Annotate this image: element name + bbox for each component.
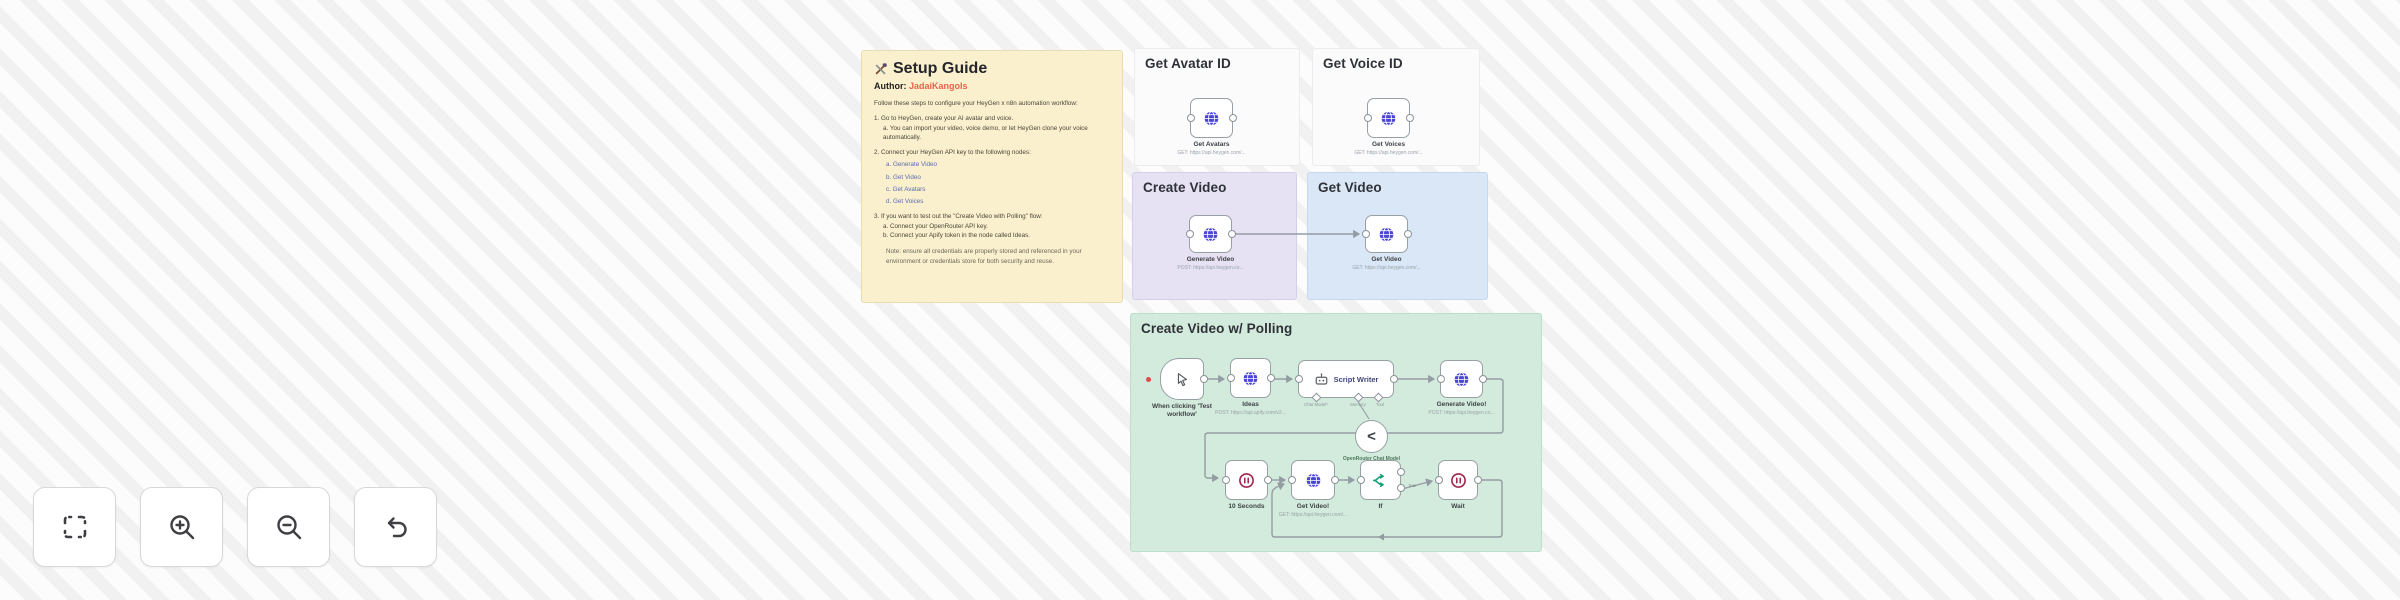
port-label-memory: Memory [1350, 402, 1366, 407]
canvas-toolbar [33, 487, 437, 567]
node-generate-video-polling[interactable]: Generate Video! POST: https://api.heygen… [1428, 360, 1495, 416]
zoom-out-icon [276, 515, 301, 540]
globe-icon [1243, 370, 1258, 386]
port-label-chat-model: Chat Model* [1304, 402, 1328, 407]
tools-icon [875, 63, 887, 75]
input-port[interactable] [1356, 476, 1365, 484]
node-subtitle: POST: https://api.heygen.co... [1428, 410, 1495, 416]
sticky-title: Create Video w/ Polling [1141, 321, 1293, 336]
node-label: Get Voices [1371, 141, 1406, 148]
cursor-icon [1177, 373, 1188, 387]
node-openrouter-chat-model[interactable]: < OpenRouter Chat Model [1343, 420, 1400, 462]
node-script-writer[interactable]: Chat Model* Memory Tool Script Writer [1294, 360, 1398, 407]
setup-guide-title-text: Setup Guide [893, 60, 988, 77]
input-port[interactable] [1186, 114, 1195, 122]
node-subtitle: GET: https://api.heygen.com/... [1177, 150, 1246, 156]
globe-icon [1306, 472, 1320, 488]
sticky-setup-guide[interactable]: Setup Guide Author: JadaiKangols Follow … [861, 50, 1123, 303]
sticky-title: Get Voice ID [1323, 56, 1403, 71]
zoom-in-button[interactable] [140, 487, 223, 567]
output-port[interactable] [1478, 375, 1487, 383]
node-label: If [1378, 503, 1383, 510]
undo-icon [387, 517, 407, 538]
node-label: Ideas [1242, 401, 1259, 408]
author-name-link[interactable]: JadaiKangols [909, 81, 968, 91]
setup-guide-author: Author: JadaiKangols [874, 81, 968, 91]
sticky-title: Get Avatar ID [1145, 56, 1231, 71]
input-port[interactable] [1434, 476, 1443, 484]
output-port[interactable] [1389, 375, 1398, 383]
node-get-voices[interactable]: Get Voices GET: https://api.heygen.com/.… [1354, 98, 1423, 156]
node-subtitle: GET: https://api.heygen.com/... [1354, 150, 1423, 156]
output-port-false[interactable] [1396, 484, 1405, 493]
node-label: Wait [1451, 503, 1465, 510]
globe-icon [1454, 371, 1469, 387]
node-subtitle: GET: https://api.heygen.com/... [1352, 265, 1421, 271]
node-subtitle: POST: https://api.heygen.co... [1177, 265, 1244, 271]
node-get-video-polling[interactable]: Get Video! GET: https://api.heygen.com/.… [1279, 460, 1347, 518]
sticky-title: Create Video [1143, 180, 1227, 195]
globe-icon [1203, 226, 1218, 242]
output-port[interactable] [1473, 476, 1482, 484]
setup-guide-title: Setup Guide [862, 51, 1122, 78]
node-generate-video[interactable]: Generate Video POST: https://api.heygen.… [1177, 215, 1244, 271]
node-wait-10-seconds[interactable]: 10 Seconds [1221, 460, 1272, 510]
node-manual-trigger[interactable]: When clicking 'Test workflow' [1152, 358, 1212, 418]
globe-icon [1381, 110, 1396, 126]
output-port[interactable] [1330, 476, 1339, 484]
node-label: Get Video! [1296, 503, 1330, 510]
node-label: OpenRouter Chat Model [1342, 456, 1401, 462]
output-port[interactable] [1227, 230, 1236, 238]
output-port[interactable] [1403, 230, 1412, 238]
sticky-get-avatar-id[interactable]: Get Avatar ID [1134, 48, 1300, 166]
globe-icon [1379, 226, 1394, 242]
robot-icon [1315, 372, 1327, 385]
node-label: 10 Seconds [1228, 503, 1265, 510]
node-get-avatars[interactable]: Get Avatars GET: https://api.heygen.com/… [1177, 98, 1246, 156]
output-port[interactable] [1405, 114, 1414, 122]
fit-view-icon [63, 515, 86, 539]
wait-icon [1239, 472, 1254, 488]
node-label: Get Video [1371, 256, 1402, 263]
sticky-title: Get Video [1318, 180, 1382, 195]
node-subtitle: GET: https://api.heygen.com/... [1278, 512, 1348, 518]
edge-label-true: true [1409, 483, 1417, 488]
zoom-out-button[interactable] [247, 487, 330, 567]
input-port[interactable] [1287, 476, 1296, 484]
output-port[interactable] [1266, 374, 1275, 382]
input-port[interactable] [1226, 374, 1235, 382]
input-port[interactable] [1436, 375, 1445, 383]
if-branch-icon [1373, 473, 1384, 487]
output-port[interactable] [1228, 114, 1237, 122]
node-subtitle: POST: https://api.apify.com/v2... [1215, 410, 1286, 416]
issue-indicator-dot [1146, 377, 1151, 382]
node-label: Generate Video! [1436, 401, 1487, 408]
input-port[interactable] [1363, 114, 1372, 122]
node-if[interactable]: If [1356, 460, 1405, 510]
output-port[interactable] [1199, 375, 1208, 383]
zoom-in-icon [169, 515, 194, 540]
output-port-true[interactable] [1396, 468, 1405, 477]
fit-view-button[interactable] [33, 487, 116, 567]
input-port[interactable] [1221, 476, 1230, 484]
output-port[interactable] [1263, 476, 1272, 484]
sticky-get-voice-id[interactable]: Get Voice ID [1312, 48, 1480, 166]
node-label: Get Avatars [1193, 141, 1230, 148]
globe-icon [1204, 110, 1219, 126]
openrouter-icon: < [1367, 428, 1376, 445]
undo-button[interactable] [354, 487, 437, 567]
input-port[interactable] [1185, 230, 1194, 238]
input-port[interactable] [1294, 375, 1303, 383]
input-port[interactable] [1361, 230, 1370, 238]
node-label: Generate Video [1186, 256, 1235, 263]
node-label: When clicking 'Test workflow' [1152, 403, 1212, 419]
node-get-video[interactable]: Get Video GET: https://api.heygen.com/..… [1352, 215, 1421, 271]
wait-icon [1450, 472, 1466, 488]
node-label: Script Writer [1333, 374, 1379, 384]
port-label-tool: Tool [1376, 402, 1384, 407]
setup-guide-body: Follow these steps to configure your Hey… [874, 100, 1088, 265]
node-wait[interactable]: Wait [1434, 460, 1482, 510]
node-ideas[interactable]: Ideas POST: https://api.apify.com/v2... [1215, 358, 1286, 416]
